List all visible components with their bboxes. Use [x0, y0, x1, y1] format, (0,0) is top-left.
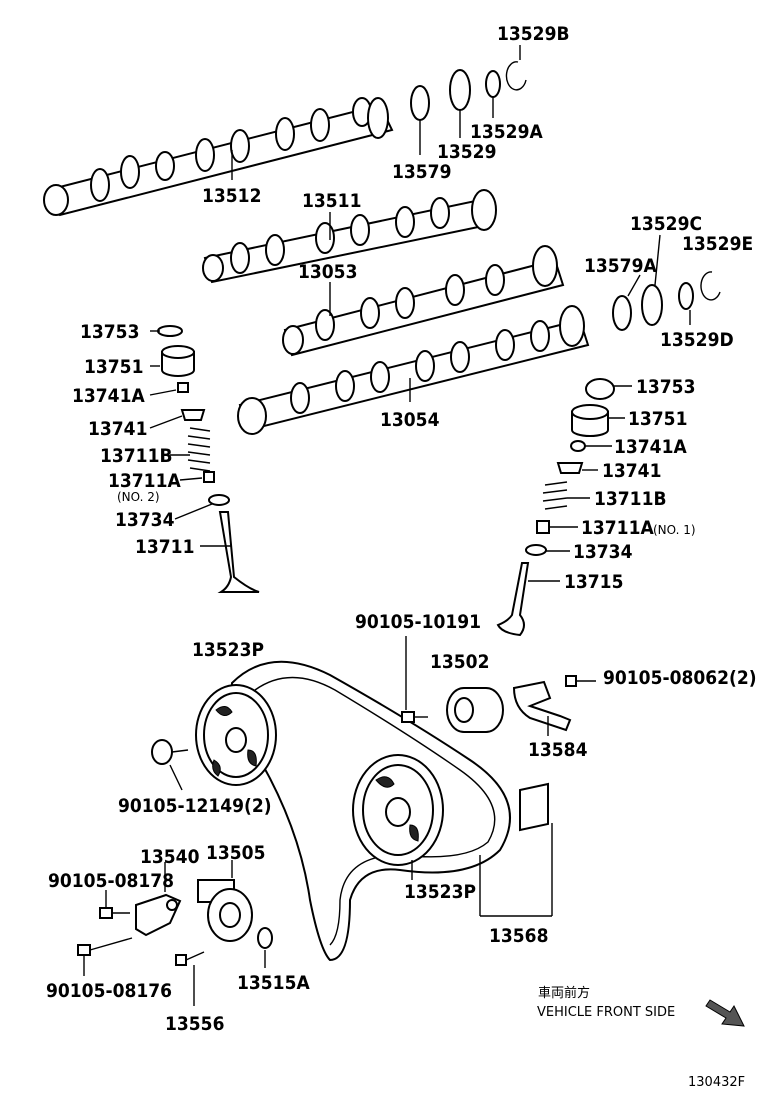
label-13568: 13568 — [489, 925, 548, 947]
ring-13529D — [678, 282, 694, 310]
label-13511: 13511 — [302, 190, 361, 212]
pin-13556 — [175, 951, 205, 966]
cam-pulley-13523P-lower — [352, 754, 444, 866]
label-13502: 13502 — [430, 651, 489, 673]
label-13734-right: 13734 — [573, 541, 633, 563]
label-13529D: 13529D — [660, 329, 734, 351]
label-13529E: 13529E — [682, 233, 753, 255]
snap-ring-13579 — [410, 85, 430, 121]
label-13579A: 13579A — [584, 255, 657, 277]
label-90105-08176: 90105-08176 — [46, 980, 172, 1002]
label-13512: 13512 — [202, 185, 261, 207]
label-13711-left: 13711 — [135, 536, 194, 558]
label-13523P-lower: 13523P — [404, 881, 476, 903]
label-13505: 13505 — [206, 842, 265, 864]
vehicle-front-arrow-icon — [705, 999, 745, 1027]
label-13753-left: 13753 — [80, 321, 139, 343]
tensioner-13505 — [197, 879, 253, 942]
label-13556: 13556 — [165, 1013, 224, 1035]
bolt-90105-08176 — [77, 937, 133, 956]
label-90105-08062: 90105-08062(2) — [603, 667, 757, 689]
snap-ring-13579A — [612, 295, 632, 331]
bracket-13584 — [512, 675, 577, 732]
ring-13529A — [485, 70, 501, 98]
label-13054: 13054 — [380, 409, 440, 431]
snap-ring-13529B — [505, 61, 527, 91]
label-13753-right: 13753 — [636, 376, 695, 398]
label-13741A-left: 13741A — [72, 385, 145, 407]
label-90105-12149: 90105-12149(2) — [118, 795, 272, 817]
camshaft-13512 — [43, 97, 394, 217]
label-13584: 13584 — [528, 739, 588, 761]
gear-13529 — [449, 69, 471, 111]
label-13711B-left: 13711B — [100, 445, 173, 467]
label-13751-right: 13751 — [628, 408, 687, 430]
label-13540: 13540 — [140, 846, 200, 868]
label-13715-right: 13715 — [564, 571, 623, 593]
label-13751-left: 13751 — [84, 356, 143, 378]
valve-stack-left — [157, 325, 260, 593]
snap-ring-13529E — [700, 271, 721, 301]
label-13711B-right: 13711B — [594, 488, 667, 510]
idler-13502 — [446, 687, 504, 733]
bolt-90105-12149 — [151, 739, 189, 765]
label-13741A-right: 13741A — [614, 436, 687, 458]
bolt-90105-08178 — [99, 907, 130, 919]
label-90105-10191: 90105-10191 — [355, 611, 481, 633]
label-13711A-left: 13711A — [108, 470, 181, 492]
camshaft-13054 — [237, 305, 590, 435]
label-13579: 13579 — [392, 161, 451, 183]
tensioner-spring-13540 — [135, 893, 182, 937]
label-13053: 13053 — [298, 261, 357, 283]
label-13523P-upper: 13523P — [192, 639, 264, 661]
label-13515A: 13515A — [237, 972, 310, 994]
label-13741-left: 13741 — [88, 418, 147, 440]
camshaft-13511 — [202, 189, 497, 284]
label-13529B: 13529B — [497, 23, 570, 45]
cam-pulley-13523P-upper — [195, 684, 277, 786]
figure-id: 130432F — [688, 1075, 745, 1090]
label-13711A-right-note: (NO. 1) — [653, 523, 696, 537]
direction-japanese: 車両前方 — [538, 985, 590, 1001]
washer-13515A — [257, 927, 273, 949]
camshaft-13053 — [282, 245, 565, 357]
label-13529C: 13529C — [630, 213, 702, 235]
label-90105-08178: 90105-08178 — [48, 870, 174, 892]
valve-stack-right — [496, 378, 615, 637]
label-13741-right: 13741 — [602, 460, 661, 482]
label-13529A: 13529A — [470, 121, 543, 143]
label-13734-left: 13734 — [115, 509, 175, 531]
direction-english: VEHICLE FRONT SIDE — [537, 1005, 675, 1020]
gear-13529C — [641, 284, 663, 326]
label-13529: 13529 — [437, 141, 496, 163]
label-13711A-right: 13711A — [581, 517, 654, 539]
label-13711A-left-note: (NO. 2) — [117, 490, 160, 504]
bolt-90105-10191 — [401, 711, 428, 723]
cover-13568 — [519, 782, 549, 832]
